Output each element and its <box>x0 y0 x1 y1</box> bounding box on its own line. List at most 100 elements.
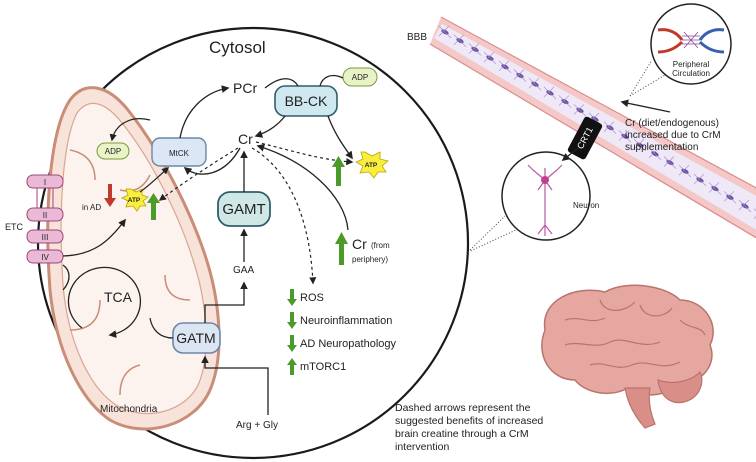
down-arrow-icon <box>290 289 294 300</box>
endothelial-junction <box>513 69 527 82</box>
arrow-crt1-to-neuron <box>561 147 579 161</box>
note-line4: intervention <box>395 441 449 453</box>
note-line3: brain creatine through a CrM <box>395 428 529 440</box>
down-arrow-red-icon <box>104 184 116 207</box>
inset-dotted-link-top <box>629 59 666 97</box>
arrow-pcr-to-bbck <box>264 78 299 89</box>
endothelial-junction <box>648 147 662 161</box>
up-arrow-green-atp-icon <box>332 156 345 186</box>
endothelial-junction <box>708 182 722 195</box>
etc-complex-1-label: I <box>44 178 46 187</box>
adp-mito-label: ADP <box>105 147 121 156</box>
down-arrow-icon <box>290 312 294 323</box>
arrow-mtck-to-pcr <box>179 85 230 139</box>
up-arrow-green-icon <box>147 193 160 220</box>
endothelial-junction <box>468 43 482 56</box>
brain-icon <box>541 284 714 429</box>
tca-cycle-arrow <box>67 266 142 338</box>
endothelial-junction <box>618 130 632 143</box>
effect-item: Neuroinflammation <box>287 312 392 329</box>
effect-label: mTORC1 <box>300 361 346 373</box>
arrow-tca-to-etc <box>62 264 70 291</box>
arrow-atp-to-mtck <box>139 167 170 193</box>
neuron-label: Neuron <box>573 201 599 210</box>
cr-periphery-sub1: (from <box>371 241 390 250</box>
endothelial-junction <box>498 60 512 74</box>
endothelial-junction <box>723 191 737 204</box>
endothelial-junction <box>528 77 542 91</box>
neuron-icon <box>527 164 563 236</box>
arrow-cr-to-mtck <box>183 147 241 175</box>
effect-item: mTORC1 <box>287 358 346 375</box>
mitochondrion-inner-folds <box>69 149 191 396</box>
adp-top-bubble <box>342 67 378 87</box>
arrow-adp-to-bbck <box>319 74 344 87</box>
arrow-gatm-to-gaa <box>204 281 248 323</box>
mtck-label: MtCK <box>169 149 190 158</box>
etc-complex-4-label: IV <box>41 253 49 262</box>
up-arrow-green-periphery-icon <box>335 232 348 265</box>
in-ad-label: in AD <box>82 203 101 212</box>
up-arrow-icon <box>290 364 294 375</box>
dashed-arrow-cr-to-atp <box>255 141 354 166</box>
endothelial-junction <box>558 95 572 108</box>
etc-complex-2-label: II <box>43 211 47 220</box>
atp-cyto-starburst <box>355 151 389 179</box>
mitochondria-label: Mitochondria <box>100 404 158 415</box>
effect-label: ROS <box>300 292 324 304</box>
endothelial-junction <box>453 34 467 47</box>
mitochondrion-cristae <box>60 102 207 415</box>
note-line2: suggested benefits of increased <box>395 415 543 427</box>
effects-list: ROS Neuroinflammation AD Neuropathology mTO… <box>287 289 397 375</box>
bbb-label: BBB <box>407 32 427 43</box>
effect-label: Neuroinflammation <box>300 315 392 327</box>
tca-label: TCA <box>104 289 133 305</box>
dashed-arrow-cr-to-effects <box>251 147 317 285</box>
arrow-periphery-to-cr <box>256 144 349 231</box>
gatm-label: GATM <box>176 330 215 346</box>
effect-item: AD Neuropathology <box>287 335 397 352</box>
endothelial-junction <box>543 86 557 100</box>
cr-periphery-main: Cr <box>352 236 367 252</box>
adp-mito-bubble <box>96 142 130 160</box>
peripheral-line2: Circulation <box>672 69 710 78</box>
etc-complex-group: I II III IV <box>26 174 64 264</box>
etc-complex-4 <box>26 249 64 264</box>
arrow-head-icon <box>287 299 297 306</box>
atp-mito-label: ATP <box>128 197 141 204</box>
atp-mito-starburst <box>121 188 149 212</box>
cr-center-label: Cr <box>238 131 253 147</box>
arrow-head-icon <box>287 358 297 365</box>
endothelial-junction <box>738 199 752 213</box>
etc-label: ETC <box>5 222 24 232</box>
bbck-node <box>274 85 338 117</box>
endothelial-junction <box>603 121 617 134</box>
arrow-bbck-to-cr <box>254 115 286 138</box>
endothelial-junction <box>483 51 497 65</box>
endothelial-junction <box>693 173 707 187</box>
arg-gly-label: Arg + Gly <box>236 420 278 431</box>
atp-cyto-label: ATP <box>365 162 378 169</box>
gaa-label: GAA <box>233 265 254 276</box>
effect-label: AD Neuropathology <box>300 338 397 350</box>
cr-source-line3: supplementation <box>625 142 698 153</box>
cr-source-line1: Cr (diet/endogenous) <box>625 118 719 129</box>
cytosol-label: Cytosol <box>209 38 266 57</box>
bbck-label: BB-CK <box>285 93 328 109</box>
mtck-node <box>151 137 207 167</box>
endothelial-junction <box>438 25 452 39</box>
down-arrow-icon <box>290 335 294 346</box>
endothelial-junction <box>573 104 587 117</box>
arrow-arggly-to-gatm <box>201 355 269 415</box>
note-line1: Dashed arrows represent the <box>395 402 531 414</box>
endothelial-junction <box>678 164 692 178</box>
etc-complex-2 <box>26 207 64 222</box>
etc-complex-3-label: III <box>42 233 49 242</box>
cr-source-line2: increased due to CrM <box>625 130 721 141</box>
effect-item: ROS <box>287 289 324 306</box>
dashed-arrow-cr-to-mito-atp <box>158 147 239 201</box>
pcr-label: PCr <box>233 80 257 96</box>
arrow-etc-to-atp <box>62 218 126 257</box>
